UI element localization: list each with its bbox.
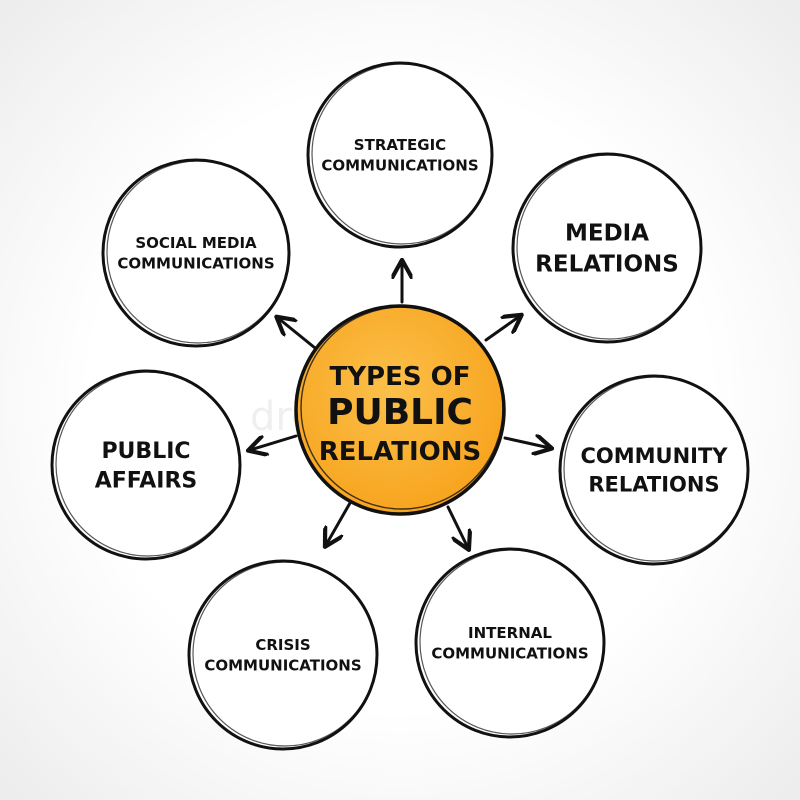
node-label-line: COMMUNICATIONS — [321, 156, 478, 174]
node-label-line: COMMUNICATIONS — [431, 644, 588, 662]
node-internal-communications: INTERNAL COMMUNICATIONS — [414, 547, 606, 739]
node-label-line: AFFAIRS — [95, 469, 198, 494]
node-label-line: COMMUNITY — [580, 444, 728, 468]
node-label-line: RELATIONS — [535, 252, 679, 278]
node-label-line: CRISIS — [255, 636, 310, 654]
node-social-media-communications: SOCIAL MEDIA COMMUNICATIONS — [101, 158, 291, 348]
connector-arrows — [250, 262, 550, 548]
central-circle — [294, 304, 506, 516]
arrow-to-internal-communications — [446, 505, 468, 548]
arrow-to-social-media-communications — [278, 318, 322, 354]
arrow-to-media-relations — [484, 316, 520, 342]
center-line-1: TYPES OF — [329, 362, 470, 392]
node-label-line: INTERNAL — [468, 624, 552, 642]
arrow-to-public-affairs — [250, 434, 298, 450]
node-public-affairs: PUBLIC AFFAIRS — [50, 369, 242, 561]
node-circle-sketch-stroke — [55, 371, 241, 557]
node-strategic-communications: STRATEGIC COMMUNICATIONS — [306, 61, 494, 249]
central-circle-sketch-stroke — [300, 306, 504, 510]
center-line-3: RELATIONS — [319, 437, 481, 467]
node-circles: STRATEGICCOMMUNICATIONSMEDIARELATIONSCOM… — [50, 61, 750, 751]
node-label-line: PUBLIC — [101, 439, 190, 464]
node-circle-sketch-stroke — [106, 160, 290, 344]
center-line-2: PUBLIC — [327, 392, 473, 433]
arrow-to-crisis-communications — [326, 501, 352, 545]
node-media-relations: MEDIA RELATIONS — [511, 152, 703, 344]
node-circle-sketch-stroke — [311, 63, 493, 245]
node-label-line: MEDIA — [565, 221, 649, 247]
node-circle-sketch-stroke — [516, 154, 702, 340]
node-crisis-communications: CRISIS COMMUNICATIONS — [187, 559, 379, 751]
node-label-line: RELATIONS — [588, 473, 719, 497]
node-label-line: SOCIAL MEDIA — [135, 234, 257, 252]
node-community-relations: COMMUNITY RELATIONS — [558, 374, 750, 566]
node-circle-sketch-stroke — [192, 561, 378, 747]
node-label-line: COMMUNICATIONS — [117, 254, 274, 272]
node-label-line: COMMUNICATIONS — [204, 656, 361, 674]
node-label-line: STRATEGIC — [354, 136, 446, 154]
arrow-to-community-relations — [503, 438, 550, 448]
central-node: TYPES OF PUBLIC RELATIONS — [294, 304, 506, 516]
node-circle-sketch-stroke — [563, 376, 749, 562]
node-circle-sketch-stroke — [419, 549, 605, 735]
